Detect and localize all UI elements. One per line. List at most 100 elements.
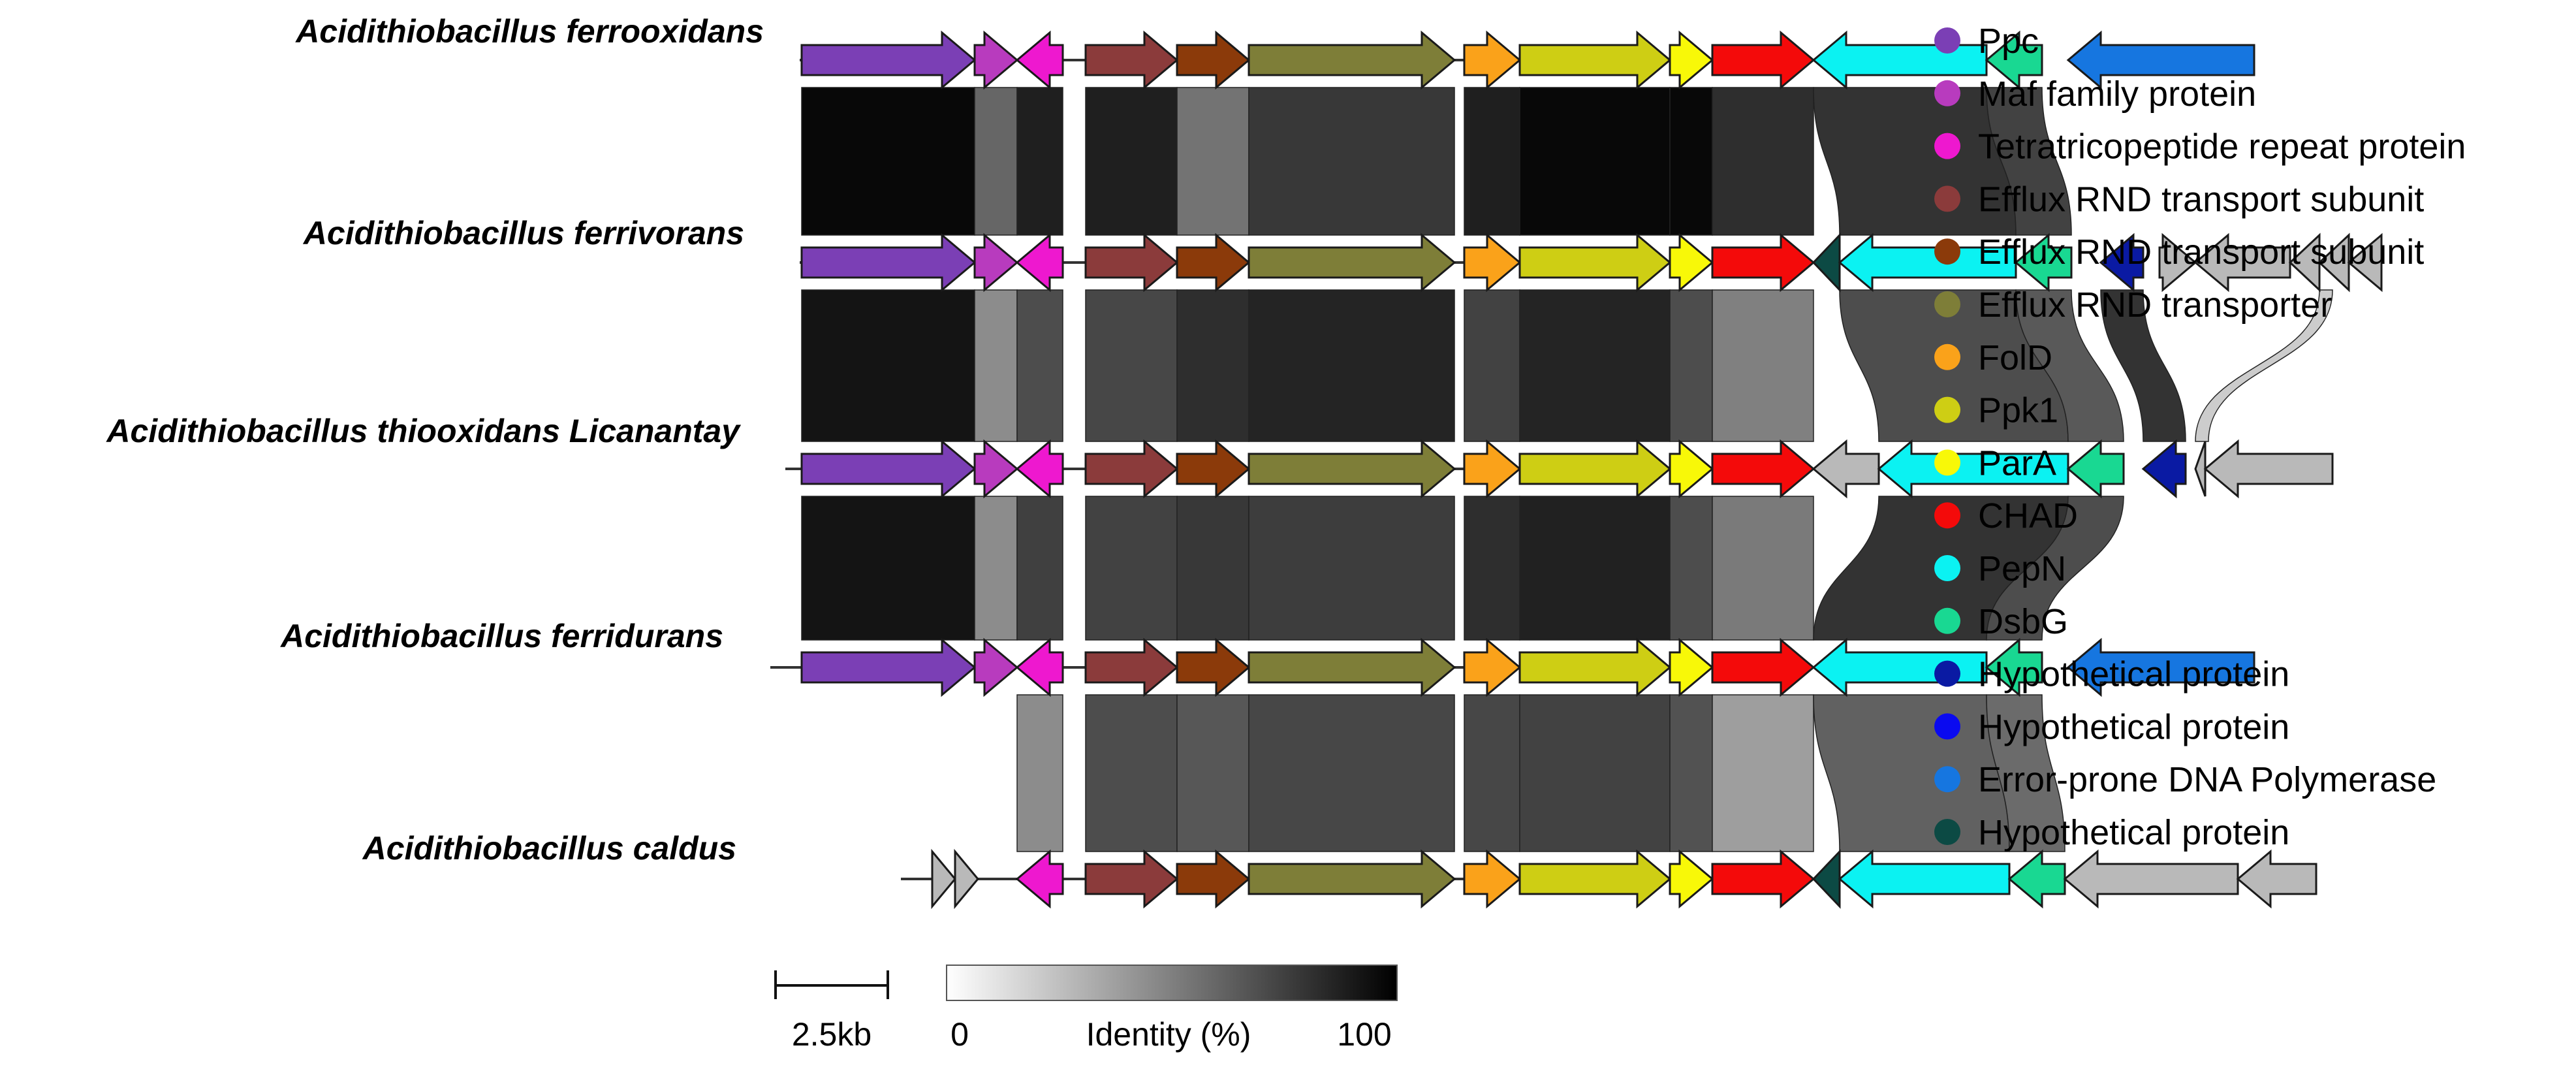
legend-label-3: Efflux RND transport subunit — [1978, 180, 2424, 219]
identity-link-0-3 — [1085, 87, 1178, 236]
gene-arrow-1-12 — [2014, 232, 2073, 293]
legend-item-14: Error-prone DNA Polymerase — [1934, 760, 2436, 799]
identity-link-3-2 — [1176, 694, 1249, 852]
identity-link-1-2 — [1016, 289, 1063, 442]
identity-link-2-4 — [1176, 496, 1249, 641]
legend-label-9: CHAD — [1978, 496, 2078, 535]
gene-arrow-3-10 — [1812, 637, 1988, 697]
gene-arrow-2-11 — [1877, 439, 2069, 499]
identity-link-1-1 — [974, 289, 1018, 442]
legend-label-0: Ppc — [1978, 22, 2039, 61]
legend-swatch-6 — [1934, 343, 1960, 370]
gene-arrow-2-1 — [973, 439, 1019, 499]
gene-arrow-0-12 — [2066, 30, 2255, 90]
identity-link-3-5 — [1519, 694, 1671, 852]
gene-arrow-0-7 — [1518, 30, 1672, 90]
gene-arrow-0-10 — [1812, 30, 1988, 90]
gene-arrow-0-4 — [1176, 30, 1251, 90]
gene-arrow-4-1 — [954, 848, 979, 910]
gene-arrow-2-9 — [1711, 439, 1815, 499]
legend-item-6: FolD — [1934, 338, 2052, 377]
identity-link-3-7 — [1712, 694, 1814, 852]
legend-label-8: ParA — [1978, 443, 2056, 483]
identity-link-0-4 — [1176, 87, 1249, 236]
gene-arrow-1-6 — [1463, 232, 1522, 293]
gene-arrow-1-18 — [2347, 232, 2383, 293]
gene-arrow-4-9 — [1711, 849, 1815, 909]
legend-swatch-7 — [1934, 396, 1960, 423]
legend-label-7: Ppk1 — [1978, 391, 2058, 430]
legend-label-6: FolD — [1978, 338, 2052, 377]
identity-link-3-4 — [1464, 694, 1520, 852]
gene-arrow-4-0 — [931, 848, 956, 910]
identity-gradient-bar — [946, 965, 1398, 1001]
legend-swatch-14 — [1934, 766, 1960, 793]
gene-arrow-2-2 — [1015, 439, 1064, 499]
gene-arrow-3-0 — [800, 637, 977, 697]
gene-arrow-2-8 — [1669, 439, 1714, 499]
gene-arrow-1-1 — [973, 232, 1019, 293]
gene-arrow-1-2 — [1015, 232, 1064, 293]
gene-arrow-4-10 — [1812, 849, 1841, 909]
scale-bar-label: 2.5kb — [792, 1016, 872, 1053]
identity-link-2-5 — [1248, 496, 1455, 641]
legend-item-4: Efflux RND transport subunit — [1934, 232, 2424, 272]
gene-arrow-2-5 — [1248, 439, 1456, 499]
legend-label-1: Maf family protein — [1978, 74, 2256, 114]
identity-link-2-11 — [1986, 496, 2124, 641]
legend-swatch-3 — [1934, 185, 1960, 212]
identity-link-2-0 — [801, 496, 975, 641]
genome-track-0 — [800, 30, 2255, 90]
legend-label-2: Tetratricopeptide repeat protein — [1978, 127, 2466, 167]
gene-arrow-2-15 — [2203, 439, 2334, 499]
legend-label-4: Efflux RND transport subunit — [1978, 232, 2424, 272]
legend-label-11: DsbG — [1978, 602, 2068, 641]
species-label-0: Acidithiobacillus ferrooxidans — [294, 13, 764, 50]
identity-link-1-6 — [1464, 289, 1520, 442]
identity-link-3-9 — [1986, 694, 2066, 852]
gene-arrow-2-13 — [2141, 439, 2187, 499]
legend-label-15: Hypothetical protein — [1978, 813, 2289, 852]
gene-arrow-3-1 — [973, 637, 1019, 697]
legend-item-12: Hypothetical protein — [1934, 655, 2289, 694]
gene-arrow-0-1 — [973, 30, 1019, 90]
gene-arrow-1-13 — [2099, 232, 2144, 293]
identity-link-2-7 — [1519, 496, 1671, 641]
gene-arrow-1-8 — [1669, 232, 1714, 293]
identity-link-2-3 — [1085, 496, 1178, 641]
legend-swatch-4 — [1934, 238, 1960, 265]
legend-item-13: Hypothetical protein — [1934, 707, 2289, 746]
legend-item-8: ParA — [1934, 443, 2056, 483]
legend-swatch-0 — [1934, 27, 1960, 54]
gene-arrow-0-3 — [1084, 30, 1179, 90]
legend-item-1: Maf family protein — [1934, 74, 2256, 114]
gene-arrow-2-3 — [1084, 439, 1179, 499]
legend-swatch-15 — [1934, 819, 1960, 845]
gene-arrow-2-0 — [800, 439, 977, 499]
identity-title: Identity (%) — [1086, 1016, 1251, 1053]
identity-link-3-3 — [1248, 694, 1455, 852]
gene-arrow-4-11 — [1838, 849, 2011, 909]
gene-arrow-4-8 — [1669, 849, 1714, 909]
gene-arrow-4-5 — [1248, 849, 1456, 909]
identity-link-0-1 — [974, 87, 1018, 236]
legend-swatch-10 — [1934, 555, 1960, 581]
genome-track-3 — [770, 637, 2255, 697]
gene-arrow-2-4 — [1176, 439, 1251, 499]
gene-arrow-4-12 — [2007, 849, 2066, 909]
scale-bar: 2.5kb — [774, 970, 889, 1053]
identity-link-1-7 — [1519, 289, 1671, 442]
legend-swatch-2 — [1934, 133, 1960, 159]
gene-arrow-0-11 — [1985, 30, 2043, 90]
gene-arrow-1-11 — [1838, 232, 2017, 293]
legend-swatch-13 — [1934, 713, 1960, 740]
gene-arrow-2-7 — [1518, 439, 1672, 499]
gene-arrow-4-2 — [1015, 849, 1064, 909]
species-label-2: Acidithiobacillus thiooxidans Licanantay — [105, 413, 741, 449]
gene-arrow-0-2 — [1015, 30, 1064, 90]
legend-swatch-9 — [1934, 502, 1960, 529]
gene-arrow-1-15 — [2193, 232, 2291, 293]
identity-link-3-0 — [1016, 694, 1063, 852]
legend-label-5: Efflux RND transporter — [1978, 285, 2332, 325]
